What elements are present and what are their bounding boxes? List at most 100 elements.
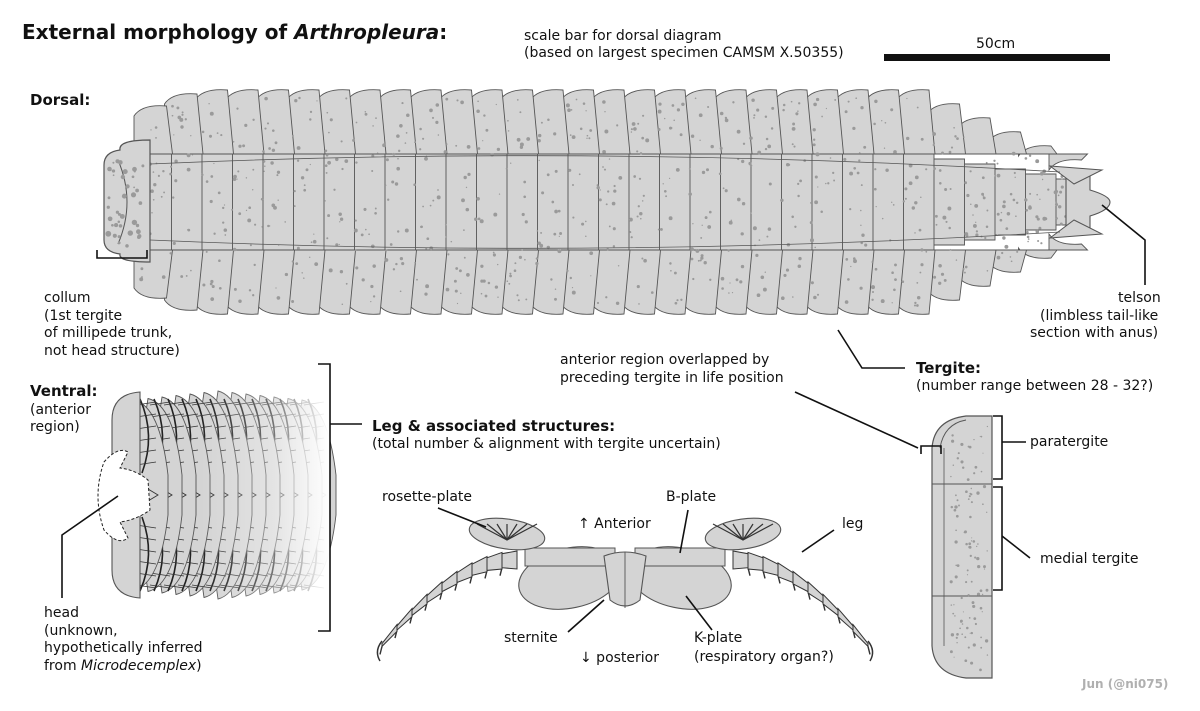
tergite-speckle xyxy=(967,445,970,448)
dorsal-speckle xyxy=(1040,242,1043,245)
dorsal-speckle xyxy=(956,137,959,140)
tergite-speckle xyxy=(954,615,956,617)
tergite-speckle xyxy=(964,636,967,639)
dorsal-speckle xyxy=(742,142,746,145)
dorsal-speckle xyxy=(698,113,703,118)
dorsal-speckle xyxy=(519,142,524,147)
rosette-rib xyxy=(496,523,508,541)
overlap-leader xyxy=(794,391,919,449)
dorsal-speckle xyxy=(553,232,557,236)
tergite-speckle xyxy=(981,593,984,596)
dorsal-speckle xyxy=(942,215,947,220)
dorsal-speckle xyxy=(540,121,543,124)
dorsal-body-diagram xyxy=(103,89,1111,315)
dorsal-speckle xyxy=(758,239,761,241)
dorsal-speckle xyxy=(736,197,741,202)
dorsal-speckle xyxy=(707,225,712,229)
dorsal-speckle xyxy=(920,196,922,199)
dorsal-speckle xyxy=(641,257,644,260)
dorsal-speckle xyxy=(414,262,416,264)
dorsal-speckle xyxy=(328,131,330,134)
paratergite-bracket xyxy=(993,415,1003,480)
sternite-leader xyxy=(567,599,605,633)
dorsal-speckle xyxy=(508,282,511,285)
dorsal-speckle xyxy=(911,206,916,210)
dorsal-speckle xyxy=(525,298,528,301)
leg-segment xyxy=(792,570,809,593)
dorsal-speckle xyxy=(1012,198,1016,202)
dorsal-speckle xyxy=(463,256,466,259)
dorsal-speckle xyxy=(833,179,836,182)
dorsal-speckle xyxy=(791,296,794,298)
dorsal-speckle xyxy=(731,292,734,294)
overlap-label-1: anterior region overlapped by xyxy=(560,352,770,368)
dorsal-speckle xyxy=(986,270,989,272)
tergite-speckle xyxy=(984,639,989,643)
dorsal-speckle xyxy=(394,182,399,186)
dorsal-speckle xyxy=(384,184,387,186)
dorsal-speckle xyxy=(328,268,333,273)
tergite-speckle xyxy=(976,592,981,596)
dorsal-speckle xyxy=(425,284,430,289)
callout-lines xyxy=(61,204,1146,633)
dorsal-speckle xyxy=(813,138,816,141)
dorsal-speckle xyxy=(845,258,849,261)
dorsal-speckle xyxy=(588,137,591,140)
dorsal-speckle xyxy=(675,168,680,172)
dorsal-speckle xyxy=(335,157,339,162)
dorsal-speckle xyxy=(476,196,480,201)
dorsal-speckle xyxy=(455,267,459,270)
dorsal-speckle xyxy=(422,137,425,140)
dorsal-speckle xyxy=(1059,222,1063,226)
ventral-leg-joint xyxy=(177,584,199,589)
dorsal-speckle xyxy=(791,215,794,219)
dorsal-speckle xyxy=(1028,154,1032,158)
dorsal-speckle xyxy=(172,241,176,245)
dorsal-speckle xyxy=(847,278,850,281)
dorsal-speckle xyxy=(933,167,936,170)
dorsal-speckle xyxy=(799,179,802,183)
dorsal-speckle xyxy=(344,159,349,163)
tergite-overlap-edge xyxy=(939,419,967,449)
dorsal-speckle xyxy=(314,262,319,266)
dorsal-speckle xyxy=(324,149,328,152)
dorsal-speckle xyxy=(523,195,527,199)
dorsal-speckle xyxy=(611,201,616,206)
dorsal-speckle xyxy=(984,236,987,240)
dorsal-speckle xyxy=(938,264,942,268)
dorsal-speckle xyxy=(945,220,948,223)
leg-segment xyxy=(411,593,428,617)
dorsal-speckle xyxy=(119,213,125,219)
dorsal-speckle xyxy=(572,216,575,219)
tergite-speckle xyxy=(954,575,958,579)
dorsal-speckle xyxy=(186,167,191,172)
dorsal-speckle xyxy=(638,303,640,305)
dorsal-speckle xyxy=(1013,171,1016,175)
dorsal-speckle xyxy=(590,275,592,277)
dorsal-speckle xyxy=(521,249,523,251)
bplate-leader xyxy=(679,509,689,554)
dorsal-speckle xyxy=(371,169,374,173)
tergite-speckle xyxy=(973,438,975,441)
tergite-detail-diagram xyxy=(931,415,993,679)
dorsal-speckle xyxy=(891,271,894,274)
dorsal-speckle xyxy=(581,222,585,226)
dorsal-speckle xyxy=(276,174,279,177)
dorsal-speckle xyxy=(639,152,643,155)
dorsal-speckle xyxy=(966,193,970,198)
leg-segment xyxy=(441,570,458,593)
dorsal-speckle xyxy=(975,230,979,233)
tergite-speckle xyxy=(979,435,981,437)
dorsal-speckle xyxy=(762,287,767,292)
dorsal-speckle xyxy=(559,232,563,235)
dorsal-speckle xyxy=(996,212,1000,216)
dorsal-speckle xyxy=(122,169,128,175)
dorsal-speckle xyxy=(276,296,281,300)
ventral-leg-arc xyxy=(139,398,150,474)
dorsal-speckle xyxy=(728,220,733,225)
dorsal-speckle xyxy=(435,103,440,107)
dorsal-speckle xyxy=(1036,217,1040,221)
dorsal-speckle xyxy=(741,202,746,206)
rosette-rib xyxy=(742,523,764,541)
dorsal-speckle xyxy=(657,228,660,231)
